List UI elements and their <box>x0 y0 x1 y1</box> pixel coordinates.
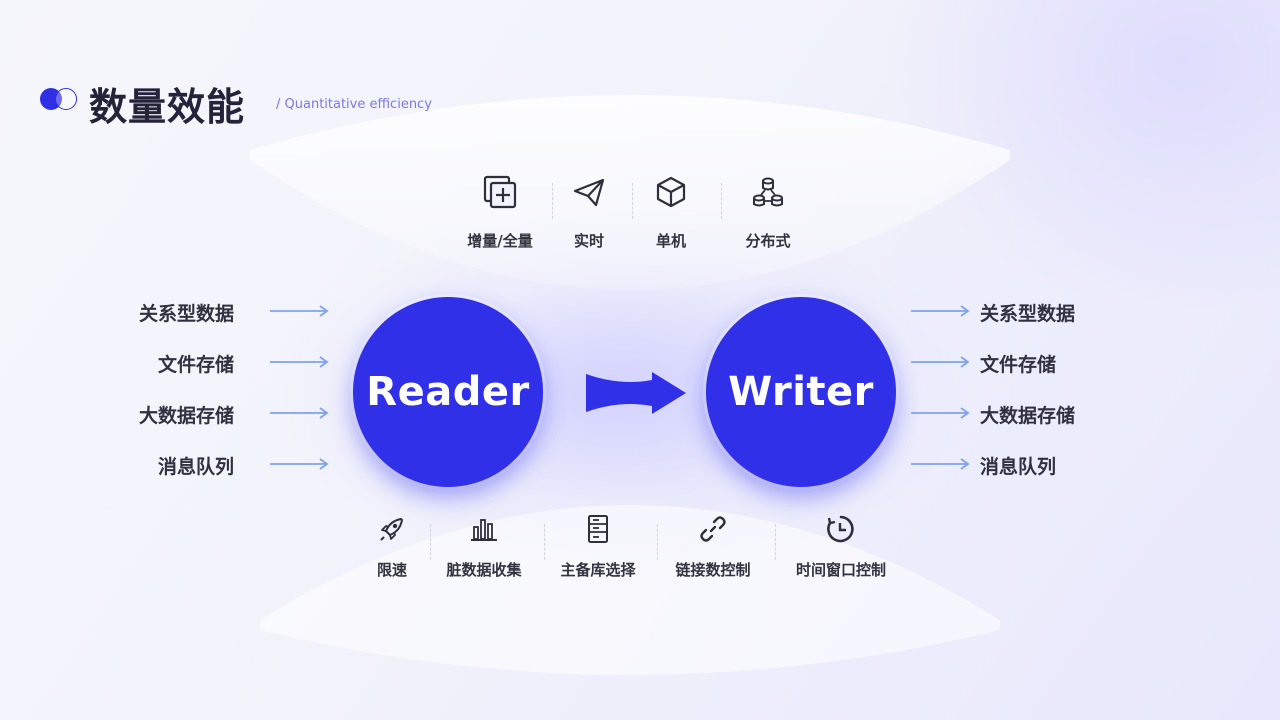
feature-label: 时间窗口控制 <box>795 561 886 579</box>
rocket-icon <box>380 518 403 541</box>
feature-label: 脏数据收集 <box>446 561 522 579</box>
paper-plane-icon <box>573 178 605 207</box>
destination-item: 关系型数据 <box>980 303 1076 325</box>
feature-standalone: 单机 <box>616 172 726 251</box>
feature-label: 单机 <box>655 232 686 250</box>
source-arrow <box>270 458 329 470</box>
feature-distributed: 分布式 <box>713 172 823 251</box>
divider <box>657 524 658 560</box>
destination-arrow <box>911 356 970 368</box>
server-icon <box>588 515 608 543</box>
source-arrow <box>270 407 329 419</box>
feature-rate-limit: 限速 <box>337 513 447 580</box>
divider <box>544 524 545 560</box>
header-dot-outline <box>55 88 77 110</box>
divider <box>775 524 776 560</box>
divider <box>430 524 431 560</box>
feature-realtime: 实时 <box>534 172 644 251</box>
reader-node: Reader <box>353 297 543 487</box>
divider <box>721 183 722 219</box>
destination-item: 消息队列 <box>980 456 1057 478</box>
divider <box>552 183 553 219</box>
feature-label: 分布式 <box>745 232 791 250</box>
source-item: 大数据存储 <box>138 405 234 427</box>
feature-incremental-full: 增量/全量 <box>445 172 555 251</box>
source-arrow <box>270 356 329 368</box>
bar-chart-icon <box>471 519 497 541</box>
add-square-icon <box>483 175 517 209</box>
feature-label: 主备库选择 <box>560 561 636 579</box>
feature-label: 实时 <box>573 232 604 250</box>
feature-label: 链接数控制 <box>675 561 751 579</box>
writer-node: Writer <box>706 297 896 487</box>
page-subtitle: / Quantitative efficiency <box>276 97 432 112</box>
feature-time-window: 时间窗口控制 <box>786 513 896 580</box>
feature-master-slave: 主备库选择 <box>543 513 653 580</box>
destination-item: 大数据存储 <box>980 405 1076 427</box>
feature-label: 增量/全量 <box>467 232 533 250</box>
page-title: 数量效能 <box>89 85 246 129</box>
destination-arrow <box>911 305 970 317</box>
feature-connection-control: 链接数控制 <box>658 513 768 580</box>
source-item: 文件存储 <box>157 354 234 376</box>
destination-arrow <box>911 407 970 419</box>
source-arrow <box>270 305 329 317</box>
flow-arrow <box>586 372 686 414</box>
feature-dirty-data: 脏数据收集 <box>429 513 539 580</box>
feature-label: 限速 <box>376 561 407 579</box>
source-item: 关系型数据 <box>138 303 234 325</box>
clock-refresh-icon <box>827 515 854 543</box>
destination-item: 文件存储 <box>980 354 1057 376</box>
source-item: 消息队列 <box>157 456 234 478</box>
database-network-icon <box>753 177 783 207</box>
link-icon <box>700 516 726 542</box>
cube-icon <box>656 176 686 208</box>
destination-arrow <box>911 458 970 470</box>
divider <box>632 183 633 219</box>
